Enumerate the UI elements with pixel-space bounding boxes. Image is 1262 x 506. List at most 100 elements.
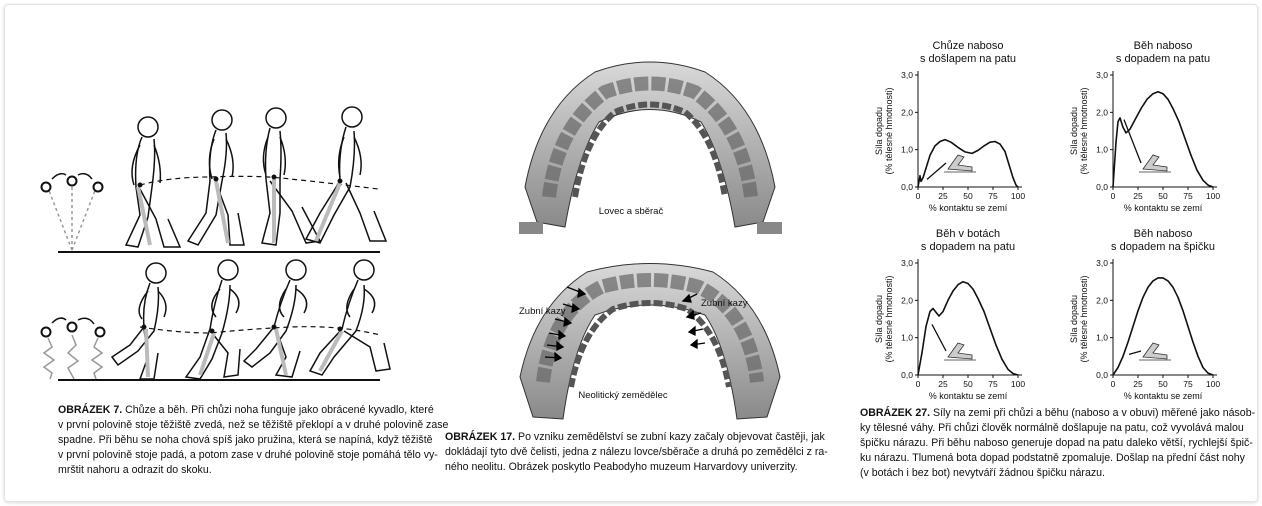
force-curve-point	[1187, 325, 1189, 328]
force-curve-point	[925, 325, 927, 328]
force-curve-point	[1008, 164, 1010, 166]
figure7-caption-line-3: spadne. Při běhu se noha chová spíš jako…	[58, 434, 433, 446]
y-axis-label-line: Síla dopadu	[874, 107, 884, 155]
force-curve-point	[1162, 277, 1164, 279]
foot-strike-icon	[1139, 342, 1171, 361]
jaw-top-label: Lovec a sběrač	[599, 206, 664, 217]
force-curve-point	[967, 282, 969, 285]
x-tick-label: 25	[938, 191, 948, 201]
y-axis-label-line: (% tělesné hmotnosti)	[884, 87, 894, 174]
force-curve-point	[1177, 296, 1179, 298]
force-curve-point	[983, 145, 985, 147]
force-curve-point	[1196, 169, 1198, 171]
force-curve-point	[964, 151, 966, 153]
figure17-caption: OBRÁZEK 17. Po vzniku zemědělství se zub…	[445, 430, 835, 475]
force-curve-point	[1127, 341, 1129, 343]
x-axis-label: % kontaktu se zemí	[1124, 203, 1203, 213]
figure7-label: OBRÁZEK 7.	[58, 404, 123, 416]
impact-arrow	[1128, 350, 1142, 355]
figure27-caption-line-4: ku nárazu. Tlumená bota dopad podstatně …	[860, 452, 1245, 464]
figure17-photos: Lovec a sběrač Neolitický zemědělec Zubn…	[505, 47, 795, 422]
x-tick-label: 25	[1133, 191, 1143, 201]
force-curve-line	[917, 138, 1019, 188]
figure27-caption-line-3: špičku nárazu. Při běhu naboso generuje …	[860, 437, 1253, 449]
y-tick-label: 0,0	[1096, 182, 1108, 192]
force-curve-point	[920, 180, 922, 182]
force-curve-point	[1197, 355, 1199, 357]
figure27-caption-line-2: ky tělesné váhy. Při chůzi člověk normál…	[860, 422, 1244, 434]
figure27-caption-line-1: Síly na zemi při chůzi a běhu (naboso a …	[930, 407, 1256, 419]
force-curve-point	[971, 152, 973, 154]
force-curve-point	[1001, 358, 1003, 360]
force-curve-point	[1132, 325, 1134, 328]
y-tick-label: 1,0	[901, 145, 913, 155]
force-curve-point	[1140, 108, 1142, 110]
force-curve-point	[947, 299, 949, 301]
running-figure-4	[308, 259, 391, 376]
x-tick-label: 100	[1011, 191, 1025, 201]
impact-arrow	[931, 324, 947, 352]
y-axis-label-line: Síla dopadu	[874, 295, 884, 343]
x-axis-label: % kontaktu se zemí	[1124, 391, 1203, 401]
jaw-photographs: Lovec a sběrač Neolitický zemědělec Zubn…	[519, 61, 782, 420]
force-curve-point	[977, 149, 979, 152]
force-curve-point	[977, 297, 979, 300]
x-tick-label: 100	[1206, 379, 1220, 389]
force-curve-point	[1122, 126, 1124, 128]
walking-figure-1	[124, 116, 182, 248]
y-tick-label: 0,0	[901, 182, 913, 192]
force-curve-point	[1157, 277, 1159, 279]
force-curve-point	[972, 288, 974, 290]
y-tick-label: 3,0	[1096, 70, 1108, 80]
foot-strike-icon	[944, 342, 976, 361]
force-curve-point	[942, 310, 944, 313]
y-axis-label-line: (% tělesné hmotnosti)	[884, 275, 894, 362]
force-curve-point	[1146, 98, 1148, 100]
x-tick-label: 75	[1183, 191, 1193, 201]
force-curve-point	[1182, 310, 1184, 312]
y-tick-label: 1,0	[1096, 145, 1108, 155]
force-curve-line	[1112, 90, 1214, 188]
figure7-caption: OBRÁZEK 7. Chůze a běh. Při chůzi noha f…	[58, 403, 448, 478]
caries-label-right: Zubní kazy	[701, 298, 748, 309]
force-curve-point	[1119, 117, 1121, 119]
force-curve-point	[1162, 93, 1164, 95]
force-curve-point	[1147, 286, 1149, 288]
force-curve-point	[1152, 93, 1154, 95]
force-curve-point	[922, 177, 924, 179]
force-curve-point	[1117, 121, 1119, 123]
force-curve-point	[934, 145, 936, 147]
caries-arrows-left	[544, 286, 587, 363]
x-axis-label: % kontaktu se zemí	[929, 203, 1008, 213]
chart-title-line: Běh v botách	[936, 228, 1000, 240]
force-curve-point	[1212, 374, 1214, 376]
force-curve-point	[1178, 121, 1180, 123]
y-tick-label: 2,0	[901, 295, 913, 305]
force-curve-point	[944, 138, 946, 141]
figure17-label: OBRÁZEK 17.	[445, 431, 516, 443]
force-curve-point	[1015, 184, 1017, 186]
force-curve-point	[957, 146, 959, 149]
walking-figure-2	[186, 109, 245, 246]
force-curve-point	[917, 374, 919, 376]
force-curve-point	[1134, 119, 1136, 121]
force-curve-point	[1117, 366, 1119, 369]
y-axis-label-line: Síla dopadu	[1069, 295, 1079, 343]
x-tick-label: 25	[1133, 379, 1143, 389]
walking-figure-4	[304, 106, 388, 244]
force-curve-point	[925, 167, 927, 169]
figure27-label: OBRÁZEK 27.	[860, 407, 931, 419]
chart-title-line: s dopadem na špičku	[1111, 241, 1215, 253]
y-tick-label: 3,0	[1096, 258, 1108, 268]
inverted-pendulum-diagram	[40, 172, 104, 251]
y-axis-label-line: Síla dopadu	[1069, 107, 1079, 155]
force-curve-point	[950, 141, 952, 143]
force-curve-point	[1167, 280, 1169, 282]
y-tick-label: 1,0	[901, 333, 913, 343]
force-curve-point	[917, 186, 919, 188]
chart-title-line: Chůze naboso	[933, 40, 1004, 52]
force-curve-point	[995, 344, 997, 346]
x-tick-label: 100	[1011, 379, 1025, 389]
figure17-caption-line-3: ného neolitu. Obrázek poskytlo Peabodyho…	[445, 461, 798, 473]
y-tick-label: 2,0	[1096, 107, 1108, 117]
